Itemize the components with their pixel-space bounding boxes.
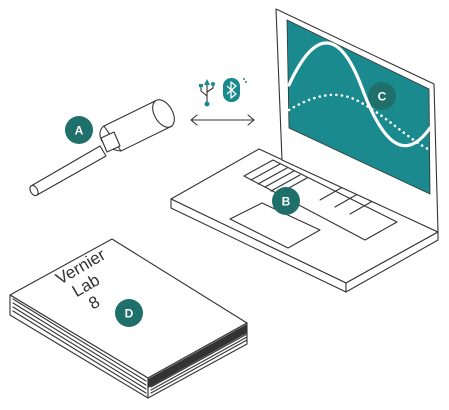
usb-icon (199, 79, 215, 107)
laptop (170, 8, 439, 293)
callout-b-label: B (282, 195, 291, 209)
callout-c: C (368, 82, 396, 110)
callout-a-label: A (75, 124, 84, 138)
trackpad (229, 202, 321, 249)
callout-d-label: D (125, 307, 134, 321)
callout-d: D (115, 299, 143, 327)
sensor-probe (29, 99, 175, 197)
bluetooth-icon (223, 78, 247, 102)
callout-c-label: C (378, 90, 387, 104)
callout-b: B (272, 187, 300, 215)
screen (286, 19, 432, 195)
callout-a: A (65, 116, 93, 144)
double-arrow-icon (190, 114, 255, 126)
